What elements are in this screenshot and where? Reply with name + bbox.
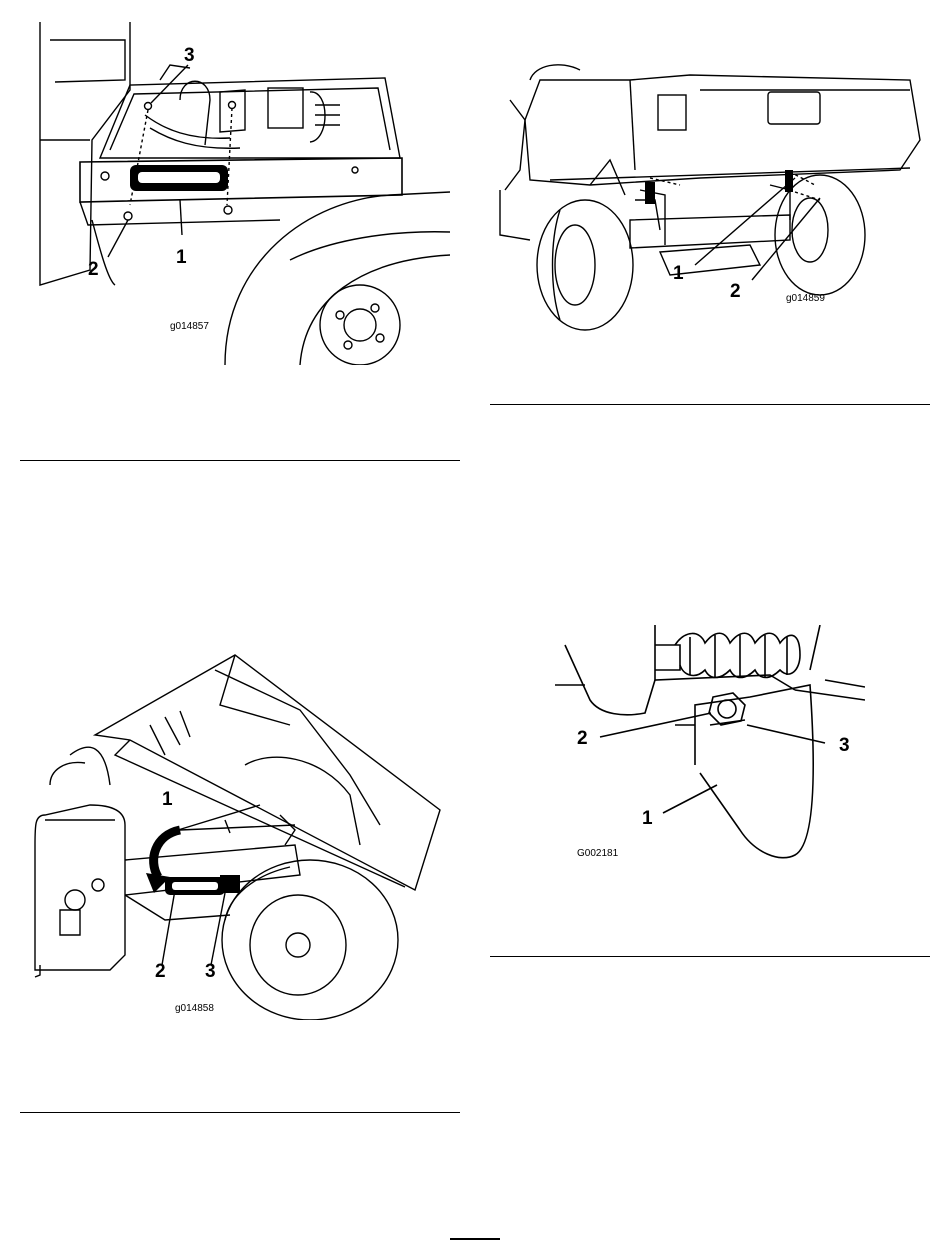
callout-2: 2 bbox=[88, 260, 99, 279]
callout-3: 3 bbox=[839, 736, 850, 755]
figure-g014857: 1 2 3 g014857 bbox=[30, 20, 450, 365]
figure-separator bbox=[490, 956, 930, 957]
figure-G002181-drawing bbox=[555, 625, 865, 870]
figure-id: g014858 bbox=[175, 1004, 214, 1014]
figure-id: g014857 bbox=[170, 322, 209, 332]
callout-1: 1 bbox=[162, 790, 173, 809]
callout-1: 1 bbox=[673, 264, 684, 283]
figure-id: G002181 bbox=[577, 849, 618, 859]
callout-1: 1 bbox=[642, 809, 653, 828]
figure-g014858-drawing bbox=[30, 645, 450, 1020]
figure-separator bbox=[490, 404, 930, 405]
callout-2: 2 bbox=[730, 282, 741, 301]
callout-3: 3 bbox=[205, 962, 216, 981]
figure-g014859: 1 2 g014859 bbox=[490, 20, 930, 340]
callout-3: 3 bbox=[184, 46, 195, 65]
figure-g014858: 1 2 3 g014858 bbox=[30, 645, 450, 1020]
figure-separator bbox=[20, 460, 460, 461]
figure-g014859-drawing bbox=[490, 20, 930, 340]
callout-2: 2 bbox=[577, 729, 588, 748]
page-number-bar bbox=[450, 1238, 500, 1240]
figure-separator bbox=[20, 1112, 460, 1113]
figure-g014857-drawing bbox=[30, 20, 450, 365]
callout-2: 2 bbox=[155, 962, 166, 981]
figure-id: g014859 bbox=[786, 294, 825, 304]
callout-1: 1 bbox=[176, 248, 187, 267]
figure-G002181: 2 3 1 G002181 bbox=[555, 625, 865, 870]
